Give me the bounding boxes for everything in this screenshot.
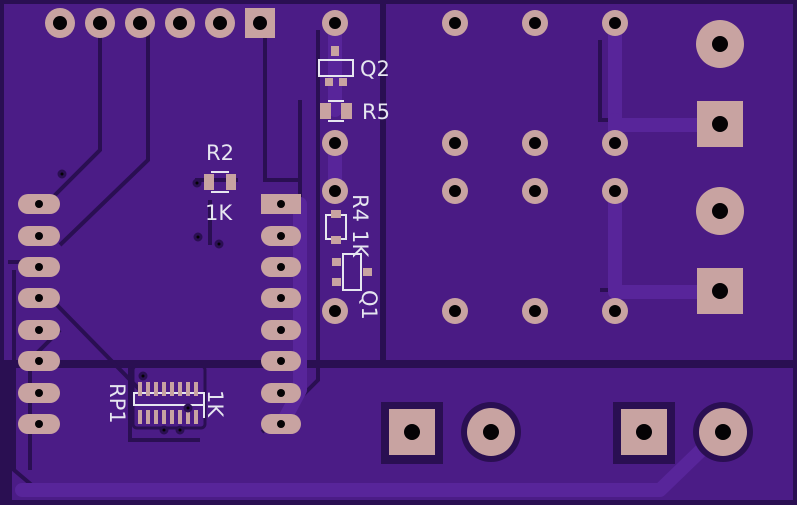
relay-pin-grid	[442, 10, 628, 324]
header-connector	[45, 8, 275, 38]
r4-footprint	[325, 210, 347, 244]
label-r4-value: 1K	[348, 230, 372, 258]
rp1-footprint	[131, 364, 207, 430]
relay-pin-column	[322, 10, 348, 324]
label-rp1-value: 1K	[203, 390, 227, 418]
label-rp1: RP1	[105, 383, 129, 424]
label-r2-value: 1K	[205, 201, 233, 225]
vias	[57, 169, 224, 435]
label-r4: R4	[348, 194, 372, 222]
label-q2: Q2	[360, 57, 390, 81]
bottom-terminals	[381, 402, 753, 464]
ic-left-pads	[18, 194, 60, 434]
label-r2: R2	[206, 141, 234, 165]
label-q1: Q1	[357, 290, 381, 320]
q1-footprint	[332, 253, 372, 291]
ic-right-pads	[261, 194, 301, 434]
r5-footprint	[320, 100, 352, 122]
right-terminals	[696, 20, 744, 314]
q2-footprint	[318, 46, 354, 86]
r2-footprint	[204, 171, 236, 193]
label-r5: R5	[362, 100, 390, 124]
